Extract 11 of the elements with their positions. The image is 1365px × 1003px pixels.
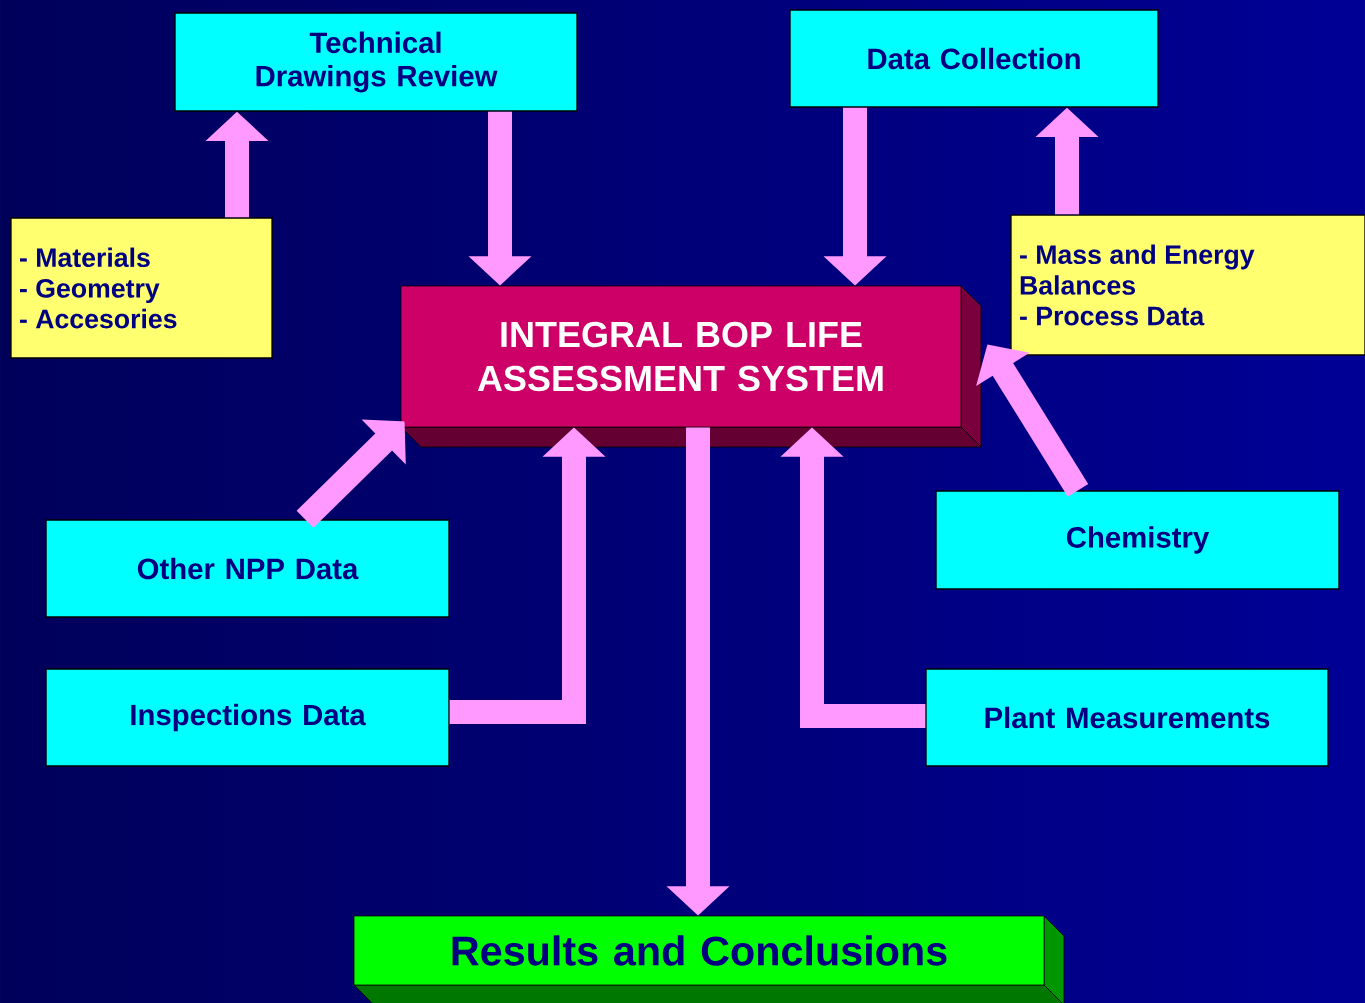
process-box: Technical Drawings Review — [174, 12, 578, 112]
note-box: - Materials - Geometry - Accesories — [10, 217, 273, 359]
system-block: INTEGRAL BOP LIFE ASSESSMENT SYSTEM — [400, 285, 982, 448]
result-block: Results and Conclusions — [353, 915, 1065, 1003]
block-arrow — [296, 419, 406, 528]
process-box: Plant Measurements — [925, 668, 1329, 767]
process-box: Data Collection — [789, 9, 1159, 108]
process-box: Inspections Data — [45, 668, 450, 767]
process-box: Other NPP Data — [45, 519, 450, 618]
note-box: - Mass and Energy Balances - Process Data — [1010, 214, 1365, 356]
process-box: Chemistry — [935, 490, 1340, 590]
